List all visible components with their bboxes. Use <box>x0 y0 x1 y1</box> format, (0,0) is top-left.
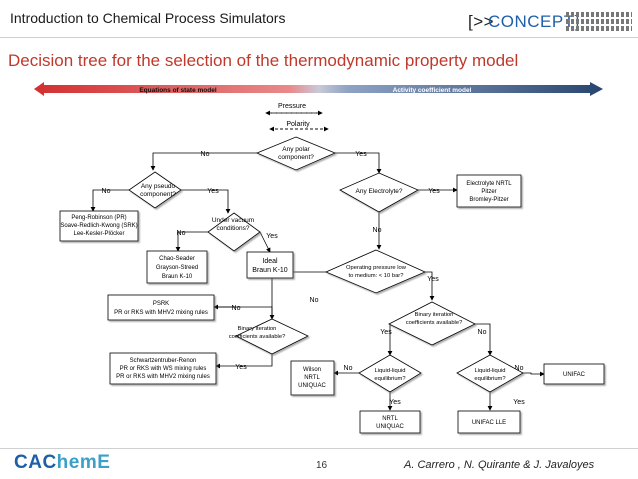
polarity-label: Polarity <box>286 121 310 128</box>
electrolyte-line1: Electrolyte NRTL <box>466 181 512 187</box>
wilson-line3: UNIQUAC <box>298 383 326 389</box>
nrtl-line2: UNIQUAC <box>376 424 404 430</box>
edge-label-pseudo-yes: Yes <box>207 188 219 195</box>
schwartz-line3: PR or RKS with MHV2 mixing rules <box>116 374 210 380</box>
nrtl-line1: NRTL <box>382 416 398 422</box>
flow-connectors <box>90 152 545 411</box>
any-pseudo-line1: Any pseudo <box>141 183 176 190</box>
logo-tagline-graphic <box>566 12 632 34</box>
edge-label-pressure-no: No <box>310 297 319 304</box>
psrk-line2: PR or RKS with MHV2 mixing rules <box>114 310 208 316</box>
decision-any-electrolyte <box>339 172 419 213</box>
header-divider <box>0 37 638 38</box>
chao-line2: Grayson-Streed <box>156 265 198 271</box>
edge-label-ll2-yes: Yes <box>513 399 525 406</box>
box-psrk <box>107 294 215 321</box>
concept-logo: [>> CONCEPT] <box>468 12 580 31</box>
edge-label-ll1-yes: Yes <box>389 399 401 406</box>
edge-label-polar-no: No <box>201 151 210 158</box>
slide-title: Decision tree for the selection of the t… <box>8 51 519 70</box>
binary-left-line1: Binary iteration <box>238 326 277 332</box>
edge-labels: No Yes No Yes No Yes Yes No No Yes No Ye… <box>102 151 526 406</box>
edge-label-pressure-yes: Yes <box>427 276 439 283</box>
electrolyte-line3: Bromley-Pitzer <box>469 197 508 203</box>
edge-label-ll1-no: No <box>344 365 353 372</box>
decision-any-polar <box>255 136 337 171</box>
unifac-text: UNIFAC <box>563 372 586 378</box>
schwartz-line1: Schwartzentruber-Renon <box>130 358 197 364</box>
box-wilson <box>290 360 335 396</box>
electrolyte-line2: Pitzer <box>481 189 496 195</box>
box-chao-seader <box>146 250 208 284</box>
any-electrolyte-text: Any Electrolyte? <box>356 188 403 195</box>
decision-operating-pressure <box>324 249 426 294</box>
any-pseudo-line2: component? <box>140 191 176 198</box>
schwartz-line2: PR or RKS with WS mixing rules <box>120 366 207 372</box>
edge-label-electrolyte-no: No <box>373 227 382 234</box>
any-polar-line1: Any polar <box>282 146 310 153</box>
operating-pressure-line1: Operating pressure low <box>346 265 407 271</box>
equations-of-state-label: Equations of state model <box>139 87 216 94</box>
psrk-line1: PSRK <box>153 301 169 307</box>
wilson-line1: Wilson <box>303 367 321 373</box>
any-polar-line2: component? <box>278 154 314 161</box>
liquid-liquid-2-line2: equilibrium? <box>474 376 506 382</box>
decision-any-pseudo <box>128 171 182 209</box>
edge-label-polar-yes: Yes <box>355 151 367 158</box>
page-number: 16 <box>316 460 328 471</box>
decision-liquid-liquid-2 <box>456 354 524 393</box>
peng-line3: Lee-Kesler-Plöcker <box>73 231 124 237</box>
under-vacuum-line2: conditions? <box>217 225 250 232</box>
decision-liquid-liquid-1 <box>358 354 422 393</box>
liquid-liquid-1-line2: equilibrium? <box>374 376 406 382</box>
box-unifac <box>543 363 605 385</box>
operating-pressure-line2: to medium: < 10 bar? <box>349 273 405 279</box>
ideal-line2: Braun K-10 <box>252 267 288 274</box>
chao-line1: Chao-Seader <box>159 256 195 262</box>
edge-label-binary-right-no: No <box>478 329 487 336</box>
edge-label-ll2-no: No <box>515 365 524 372</box>
peng-line2: Soave-Redlich-Kwong (SRK) <box>60 223 137 229</box>
under-vacuum-line1: Under vacuum <box>212 217 254 224</box>
authors: A. Carrero , N. Quirante & J. Javaloyes <box>404 459 595 471</box>
edge-label-pseudo-no: No <box>102 188 111 195</box>
box-peng-robinson <box>59 210 139 242</box>
decision-binary-left <box>235 318 309 355</box>
liquid-liquid-2-line1: Liquid-liquid <box>475 368 506 374</box>
decision-binary-right <box>388 301 476 346</box>
cacheme-logo: CAChemE <box>14 452 111 473</box>
decision-under-vacuum <box>207 212 261 252</box>
model-spectrum-arrow <box>34 82 603 96</box>
binary-right-line2: coefficients available? <box>406 320 463 326</box>
box-nrtl <box>359 410 421 434</box>
unifac-lle-text: UNIFAC LLE <box>472 420 506 426</box>
presentation-title: Introduction to Chemical Process Simulat… <box>10 10 286 26</box>
edge-label-vacuum-no: No <box>177 230 186 237</box>
edge-label-vacuum-yes: Yes <box>266 233 278 240</box>
box-electrolyte <box>456 174 522 208</box>
box-schwartz <box>109 352 217 385</box>
edge-label-binary-left-yes: Yes <box>235 364 247 371</box>
ideal-line1: Ideal <box>262 258 278 265</box>
peng-line1: Peng-Robinson (PR) <box>71 215 126 221</box>
edge-label-binary-right-yes: Yes <box>380 329 392 336</box>
wilson-line2: NRTL <box>304 375 320 381</box>
box-ideal <box>246 251 294 279</box>
edge-label-binary-left-no: No <box>232 305 241 312</box>
activity-coefficient-label: Activity coefficient model <box>393 87 472 94</box>
footer-divider <box>0 448 638 449</box>
edge-label-electrolyte-yes: Yes <box>428 188 440 195</box>
chao-line3: Braun K-10 <box>162 274 193 280</box>
box-unifac-lle <box>457 410 521 434</box>
pressure-label: Pressure <box>278 103 306 110</box>
liquid-liquid-1-line1: Liquid-liquid <box>375 368 406 374</box>
binary-right-line1: Binary iteration <box>415 312 454 318</box>
binary-left-line2: coefficients available? <box>229 334 286 340</box>
